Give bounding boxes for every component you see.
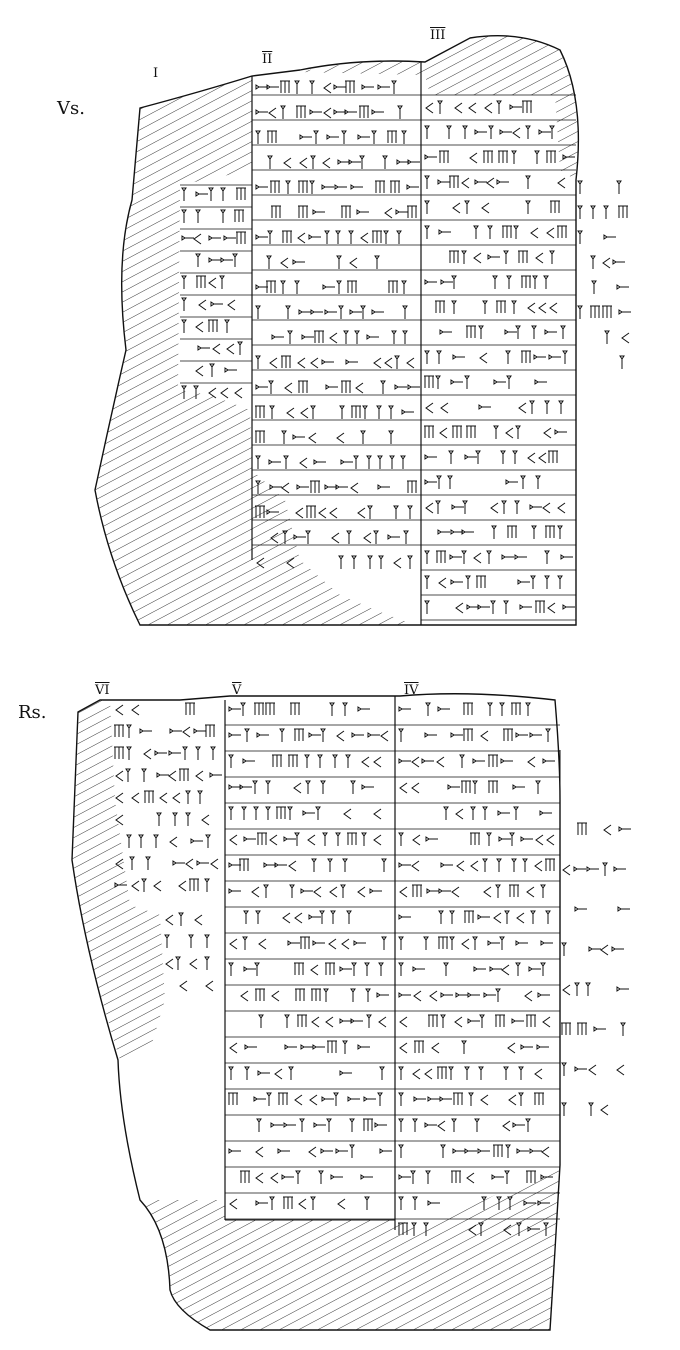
obverse-column-label-2: II	[262, 52, 273, 67]
obverse-column-label-1: I	[153, 66, 159, 81]
reverse-damaged-area-bottom	[140, 1165, 560, 1330]
reverse-column-label-5: V	[232, 683, 242, 698]
reverse-column-label-6: VI	[95, 683, 110, 698]
obverse-column-label-3: III	[430, 28, 446, 43]
reverse-face-label: Rs.	[18, 702, 47, 723]
obverse-tablet	[94, 35, 631, 626]
obverse-face-label: Vs.	[57, 98, 85, 119]
obverse-damaged-area-top	[300, 35, 579, 180]
reverse-damaged-area-left	[72, 700, 165, 1060]
reverse-tablet	[71, 693, 631, 1331]
obverse-damaged-area-left	[95, 76, 415, 625]
